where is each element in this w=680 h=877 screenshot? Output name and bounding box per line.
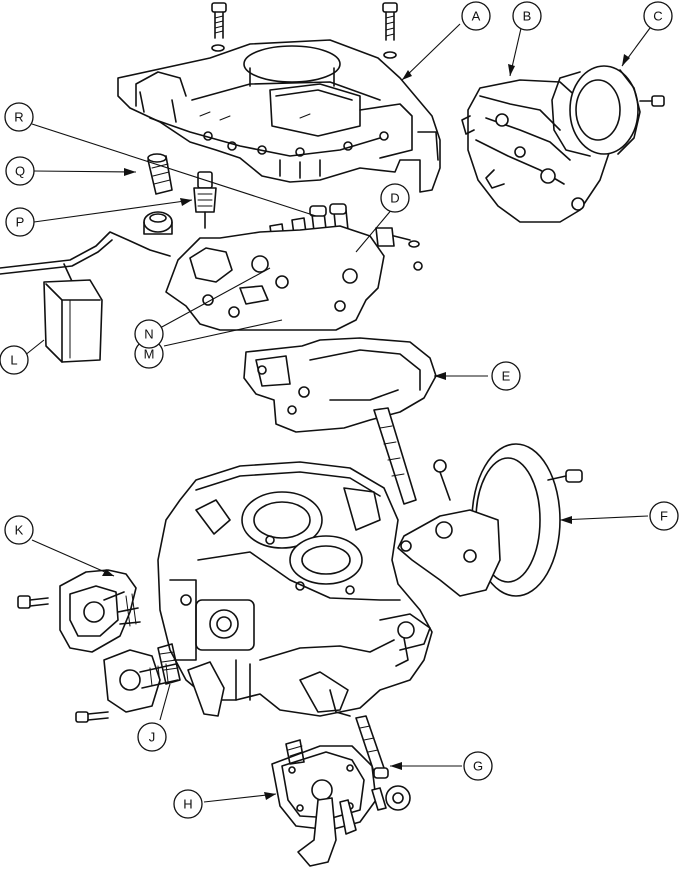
- callout-label-g: G: [473, 759, 483, 774]
- callout-label-f: F: [660, 509, 668, 524]
- idle-cutoff-body: [103, 649, 179, 713]
- top-screw-left: [211, 2, 227, 52]
- callout-label-q: Q: [15, 164, 25, 179]
- callout-c: C: [643, 1, 673, 31]
- lower-assembly-h: [271, 739, 377, 867]
- callout-g: G: [463, 751, 493, 781]
- float-part: [143, 211, 173, 235]
- small-nut-bolt: [371, 785, 411, 811]
- callout-k: K: [4, 515, 34, 545]
- callout-label-l: L: [10, 353, 17, 368]
- top-cover-assembly: [117, 39, 441, 193]
- callout-m: M: [134, 339, 164, 369]
- callout-label-m: M: [144, 347, 155, 362]
- callout-label-d: D: [390, 191, 399, 206]
- callout-e: E: [491, 361, 521, 391]
- callout-d: D: [380, 183, 410, 213]
- callout-q: Q: [5, 156, 35, 186]
- callout-label-e: E: [502, 369, 511, 384]
- callout-f: F: [649, 501, 679, 531]
- carburettor-main-body: [157, 461, 433, 717]
- callout-label-p: P: [16, 215, 25, 230]
- callout-h: H: [173, 789, 203, 819]
- part-p-valve: [193, 171, 217, 229]
- callout-b: B: [512, 1, 542, 31]
- callout-label-a: A: [472, 9, 481, 24]
- callout-label-k: K: [15, 523, 24, 538]
- part-d-jet: [375, 227, 423, 271]
- callout-l: L: [0, 345, 29, 375]
- diaphragm-assembly: [397, 443, 583, 597]
- callout-label-b: B: [523, 9, 532, 24]
- fuel-pipe-lever: [0, 231, 171, 363]
- callout-label-h: H: [183, 797, 192, 812]
- gasket-j: [157, 643, 181, 685]
- callout-label-n: N: [144, 327, 153, 342]
- side-screw-lower: [75, 711, 109, 723]
- callout-j: J: [137, 722, 167, 752]
- callout-label-r: R: [14, 110, 23, 125]
- side-screw-upper: [17, 595, 49, 609]
- callout-label-c: C: [653, 9, 662, 24]
- callout-n: N: [134, 319, 164, 349]
- gasket: [165, 225, 385, 331]
- leader-arrowheads: [102, 54, 630, 800]
- choke-housing-cover: [551, 65, 665, 157]
- top-screw-right: [382, 2, 398, 59]
- part-q-jet: [147, 153, 173, 195]
- callout-a: A: [461, 1, 491, 31]
- callout-p: P: [5, 207, 35, 237]
- mixture-screw-g: [355, 715, 389, 779]
- callout-label-j: J: [149, 730, 156, 745]
- accelerator-pump-housing: [243, 337, 437, 505]
- callout-r: R: [4, 102, 34, 132]
- leader-lines: [23, 23, 651, 803]
- side-cover-k: [59, 569, 141, 653]
